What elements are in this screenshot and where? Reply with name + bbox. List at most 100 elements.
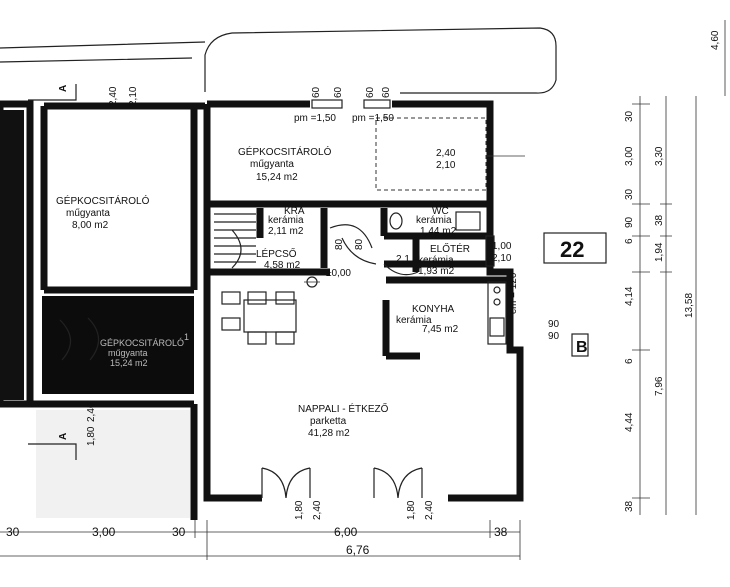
dim-right-1-5: 4,14 [624, 286, 635, 306]
section-a-bottom: A [58, 433, 69, 440]
entry-door [485, 235, 495, 267]
room-lepcso-area: 4,58 m2 [264, 260, 301, 271]
door-1-240: 2,40 [312, 500, 323, 520]
chair-4 [275, 291, 295, 305]
eloter-small-dim: 2,1 [396, 254, 410, 265]
room-nappali-floor: parketta [310, 416, 347, 427]
dining-table [243, 299, 297, 333]
section-mark-top [28, 84, 77, 101]
kitchen-counter [487, 281, 507, 345]
dim-bottom-600: 6,00 [334, 525, 358, 539]
room-garage-left-floor: műgyanta [66, 208, 110, 219]
pm-right: pm =1,50 [352, 113, 394, 124]
kitchen-sink [489, 317, 505, 337]
room-eloter-name: ELŐTÉR [430, 241, 470, 255]
dim-right-2-3: 7,96 [654, 376, 665, 396]
room-eloter-floor: kerámia [418, 255, 454, 266]
terrain-outline [204, 27, 557, 94]
dim-right-2-0: 3,30 [654, 146, 665, 166]
left-lower-walls [0, 400, 198, 520]
door-2-180: 1,80 [406, 500, 417, 520]
room-wc-name: WC [432, 206, 449, 217]
top-window-1 [311, 99, 343, 109]
dim-right-3: 13,58 [684, 293, 695, 318]
win-60-2: 60 [333, 86, 344, 98]
wc-door-dim: 80 [354, 238, 365, 250]
dim-right-1-7: 4,44 [624, 412, 635, 432]
eloter-dim-top: 1,00 [492, 241, 512, 252]
room-garage-left-name: GÉPKOCSITÁROLÓ [56, 194, 150, 207]
room-garage-top-name: GÉPKOCSITÁROLÓ [238, 145, 332, 158]
dim-right-1-4: 6 [624, 238, 635, 244]
section-a-top: A [58, 85, 69, 92]
kitchen-walls [382, 276, 510, 360]
room-konyha-name: KONYHA [412, 304, 455, 315]
kitchen-window-90: 90 [548, 319, 560, 330]
dim-bottom-30b: 30 [172, 525, 186, 539]
dim-line-right [632, 20, 726, 515]
dark-room-name: GÉPKOCSITÁROLÓ [100, 338, 184, 348]
room-lepcso-name: LÉPCSŐ [256, 246, 297, 260]
garage-top-car [375, 117, 487, 191]
left-door-180: 1,80 [86, 426, 97, 446]
dim-bottom-total: 6,76 [346, 543, 370, 557]
kitchen-stove-1 [493, 286, 501, 294]
dim-right-1-6: 6 [624, 358, 635, 364]
eloter-dim-bottom: 2,10 [492, 253, 512, 264]
dim-right-1-1: 3,00 [624, 146, 635, 166]
living-door-2 [373, 467, 423, 499]
pm-left: pm =1,50 [294, 113, 336, 124]
chair-2 [221, 317, 241, 331]
room-wc-floor: kerámia [416, 215, 452, 226]
dark-room-mark: 1 [184, 332, 189, 342]
level-text: ±0,00 [326, 268, 351, 279]
main-outer-walls [203, 100, 524, 502]
room-nappali-area: 41,28 m2 [308, 428, 350, 439]
dark-room-area: 15,24 m2 [110, 358, 148, 368]
garage-door-dim-bottom: 2,10 [436, 160, 456, 171]
dim-right-top: 4,60 [710, 30, 721, 50]
dim-bottom-38: 38 [494, 525, 508, 539]
room-konyha-floor: kerámia [396, 315, 432, 326]
kitchen-cm-120: cm = 120 [508, 272, 519, 314]
left-dark-strip [0, 110, 24, 400]
win-60-3: 60 [365, 86, 376, 98]
wc-sink [455, 211, 481, 231]
room-garage-left-area: 8,00 m2 [72, 220, 109, 231]
dim-right-2-1: 38 [654, 214, 665, 226]
garage-door-dim-top: 2,40 [436, 148, 456, 159]
left-door-dim-bottom: 2,10 [128, 86, 139, 106]
room-garage-top-area: 15,24 m2 [256, 172, 298, 183]
chair-6 [275, 331, 295, 345]
left-garage-walls [40, 102, 205, 294]
stairs [214, 213, 256, 269]
living-door-1 [261, 467, 311, 499]
door-1-180: 1,80 [294, 500, 305, 520]
section-mark-bottom [28, 443, 77, 460]
top-window-2 [363, 99, 391, 109]
left-door-dim-top: 2,40 [108, 86, 119, 106]
dim-right-1-2: 30 [624, 188, 635, 200]
kitchen-stove-2 [493, 298, 501, 306]
wc-toilet [389, 212, 403, 230]
dim-line-bottom-1 [0, 520, 521, 560]
unit-number-box [543, 232, 607, 264]
room-wc-area: 1,44 m2 [420, 226, 457, 237]
dim-right-1-0: 30 [624, 110, 635, 122]
stair-door-dim: 80 [334, 238, 345, 250]
section-b: B [576, 339, 588, 356]
section-mark-b [571, 333, 589, 357]
terrain-outline-left [0, 41, 206, 63]
chair-5 [247, 331, 267, 345]
chair-1 [221, 291, 241, 305]
room-garage-top-floor: műgyanta [250, 159, 294, 170]
door-swings [329, 224, 419, 276]
chair-3 [247, 291, 267, 305]
service-walls [207, 208, 490, 276]
room-nappali-name: NAPPALI - ÉTKEZŐ [298, 401, 389, 415]
dim-right-1-3: 90 [624, 216, 635, 228]
room-eloter-area: 1,93 m2 [418, 266, 455, 277]
left-lower-hatch [36, 410, 190, 518]
dark-room-door-arcs [59, 317, 100, 361]
